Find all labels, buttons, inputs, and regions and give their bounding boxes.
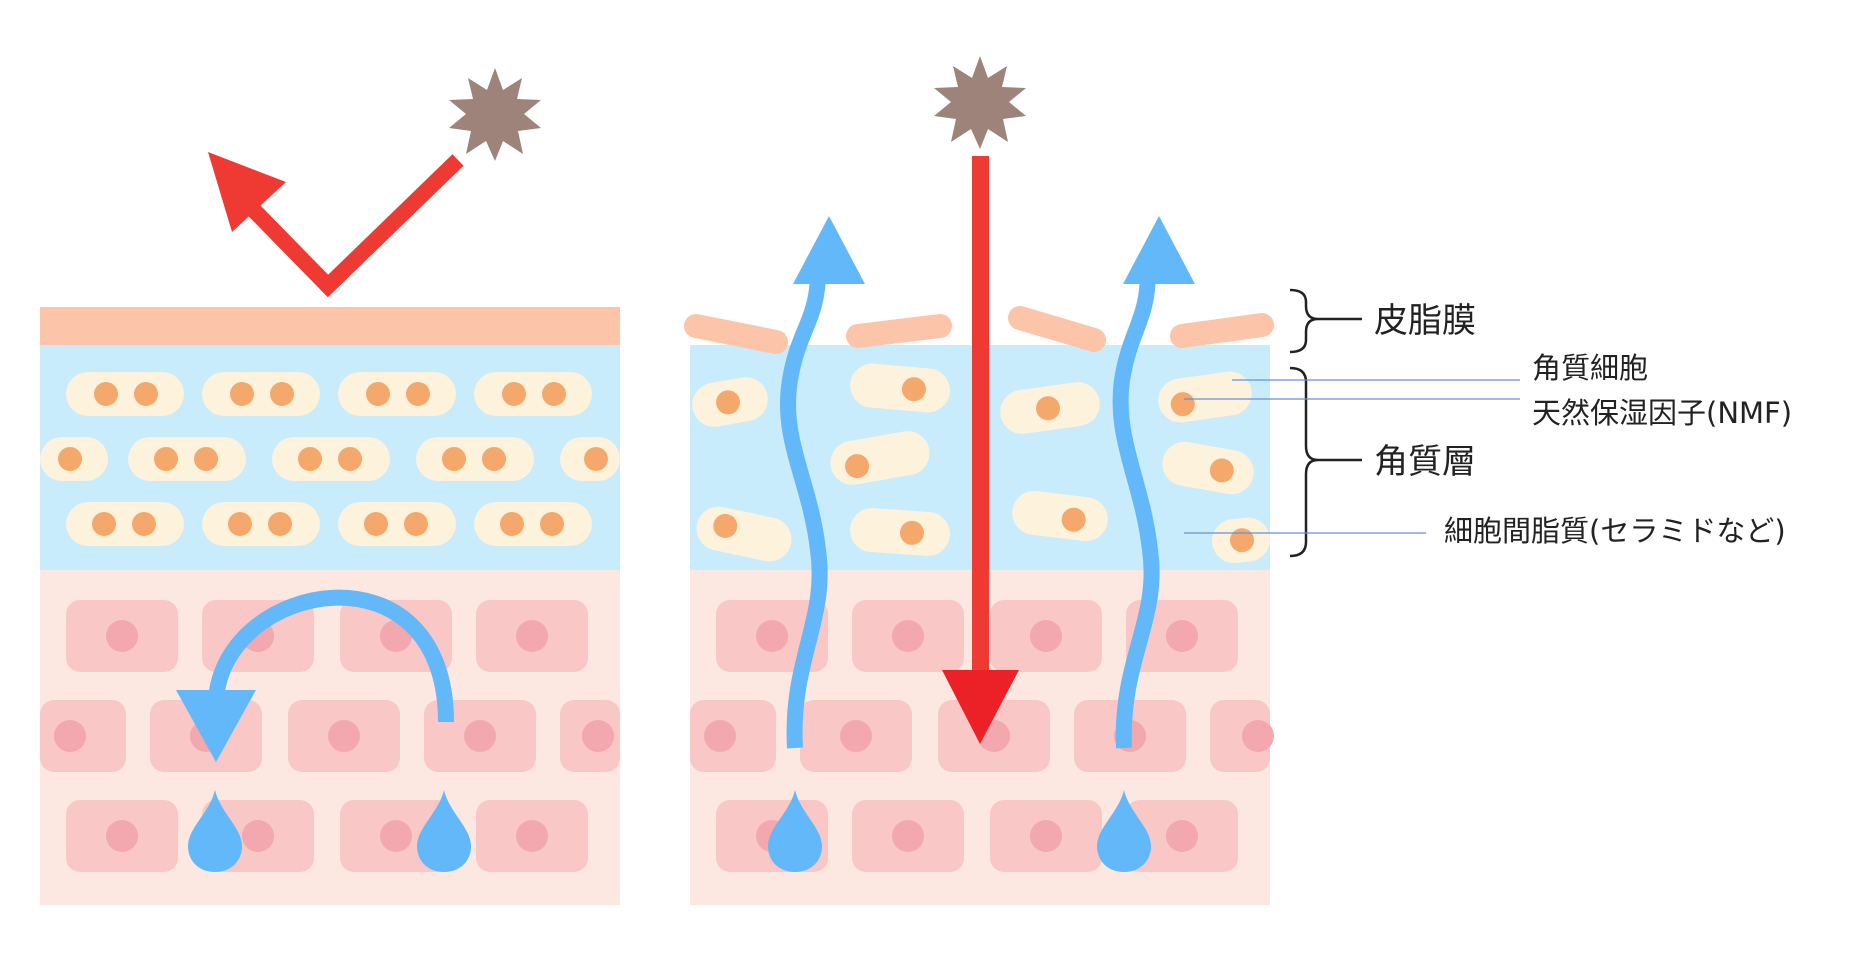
corneocyte: [272, 437, 390, 481]
evaporation-arrow-head: [1123, 216, 1195, 284]
epidermis-cell: [990, 600, 1102, 672]
corneocyte: [66, 372, 184, 416]
healthy-skin-panel: [40, 68, 620, 905]
spiky-particle-icon: [934, 56, 1026, 149]
corneocyte: [1158, 371, 1252, 423]
water-drop-icon: [768, 790, 822, 872]
epidermis-cell: [800, 700, 912, 772]
sebum-film-left: [40, 307, 620, 345]
corneocyte: [66, 502, 184, 546]
epidermis-cell: [66, 600, 178, 672]
corneocyte: [1212, 517, 1270, 564]
corneocytes-right-disordered: [692, 363, 1270, 564]
corneocyte-label: 角質細胞: [1532, 351, 1648, 385]
penetration-arrow-head: [942, 670, 1019, 744]
epidermis-cell: [560, 700, 620, 772]
spiky-particle-icon: [449, 68, 541, 161]
water-evaporation-arrow: [1112, 271, 1160, 749]
penetrating-irritant-arrow: [972, 156, 989, 676]
corneocyte: [1012, 490, 1108, 542]
corneocyte: [40, 437, 108, 481]
water-arrow-head: [176, 690, 256, 762]
water-evaporation-arrow: [779, 271, 828, 749]
nmf-label: 天然保湿因子(NMF): [1532, 396, 1792, 430]
epidermis-cell: [476, 600, 588, 672]
epidermis-cell: [690, 700, 776, 772]
stratum-corneum-label: 角質層: [1374, 442, 1476, 482]
corneocyte: [692, 377, 768, 427]
damaged-skin-panel: [684, 56, 1274, 905]
water-drop-icon: [188, 790, 242, 872]
reflected-irritant-arrow: [232, 154, 464, 298]
corneocyte: [338, 372, 456, 416]
corneocyte: [474, 502, 592, 546]
corneocyte: [128, 437, 246, 481]
epidermis-cell: [1126, 800, 1238, 872]
corneocyte: [696, 506, 792, 562]
corneocyte: [1162, 441, 1254, 495]
curly-bracket-icon: [1289, 288, 1319, 354]
epidermis-cell: [852, 800, 964, 872]
corneocyte: [416, 437, 534, 481]
water-drop-icon: [1097, 790, 1151, 872]
curly-bracket-icon: [1289, 366, 1319, 558]
corneocyte: [474, 372, 592, 416]
epidermis-cell: [1210, 700, 1274, 772]
corneocyte: [1000, 382, 1100, 434]
sebum-film-fragments: [684, 306, 1274, 354]
corneocytes-left: [40, 372, 620, 546]
epidermis-cell: [40, 700, 126, 772]
corneocyte: [560, 437, 620, 481]
corneocyte: [850, 508, 950, 556]
corneocyte: [202, 502, 320, 546]
evaporation-arrow-head: [793, 216, 865, 284]
corneocyte: [830, 431, 930, 485]
annotation-labels: 皮脂膜 角質層 角質細胞 天然保湿因子(NMF) 細胞間脂質(セラミドなど): [1184, 288, 1792, 558]
corneocyte: [338, 502, 456, 546]
sebum-film-label: 皮脂膜: [1374, 301, 1476, 341]
water-drop-icon: [417, 790, 471, 872]
epidermis-cell: [990, 800, 1102, 872]
water-retention-arrow: [208, 589, 454, 723]
epidermis-cell: [852, 600, 964, 672]
corneocyte: [202, 372, 320, 416]
reflected-arrow-head: [208, 152, 286, 232]
epidermis-cell: [66, 800, 178, 872]
corneocyte: [850, 363, 950, 413]
epidermis-cell: [1126, 600, 1238, 672]
epidermis-cell: [288, 700, 400, 772]
intercellular-lipid-label: 細胞間脂質(セラミドなど): [1444, 514, 1786, 548]
epidermis-cell: [476, 800, 588, 872]
